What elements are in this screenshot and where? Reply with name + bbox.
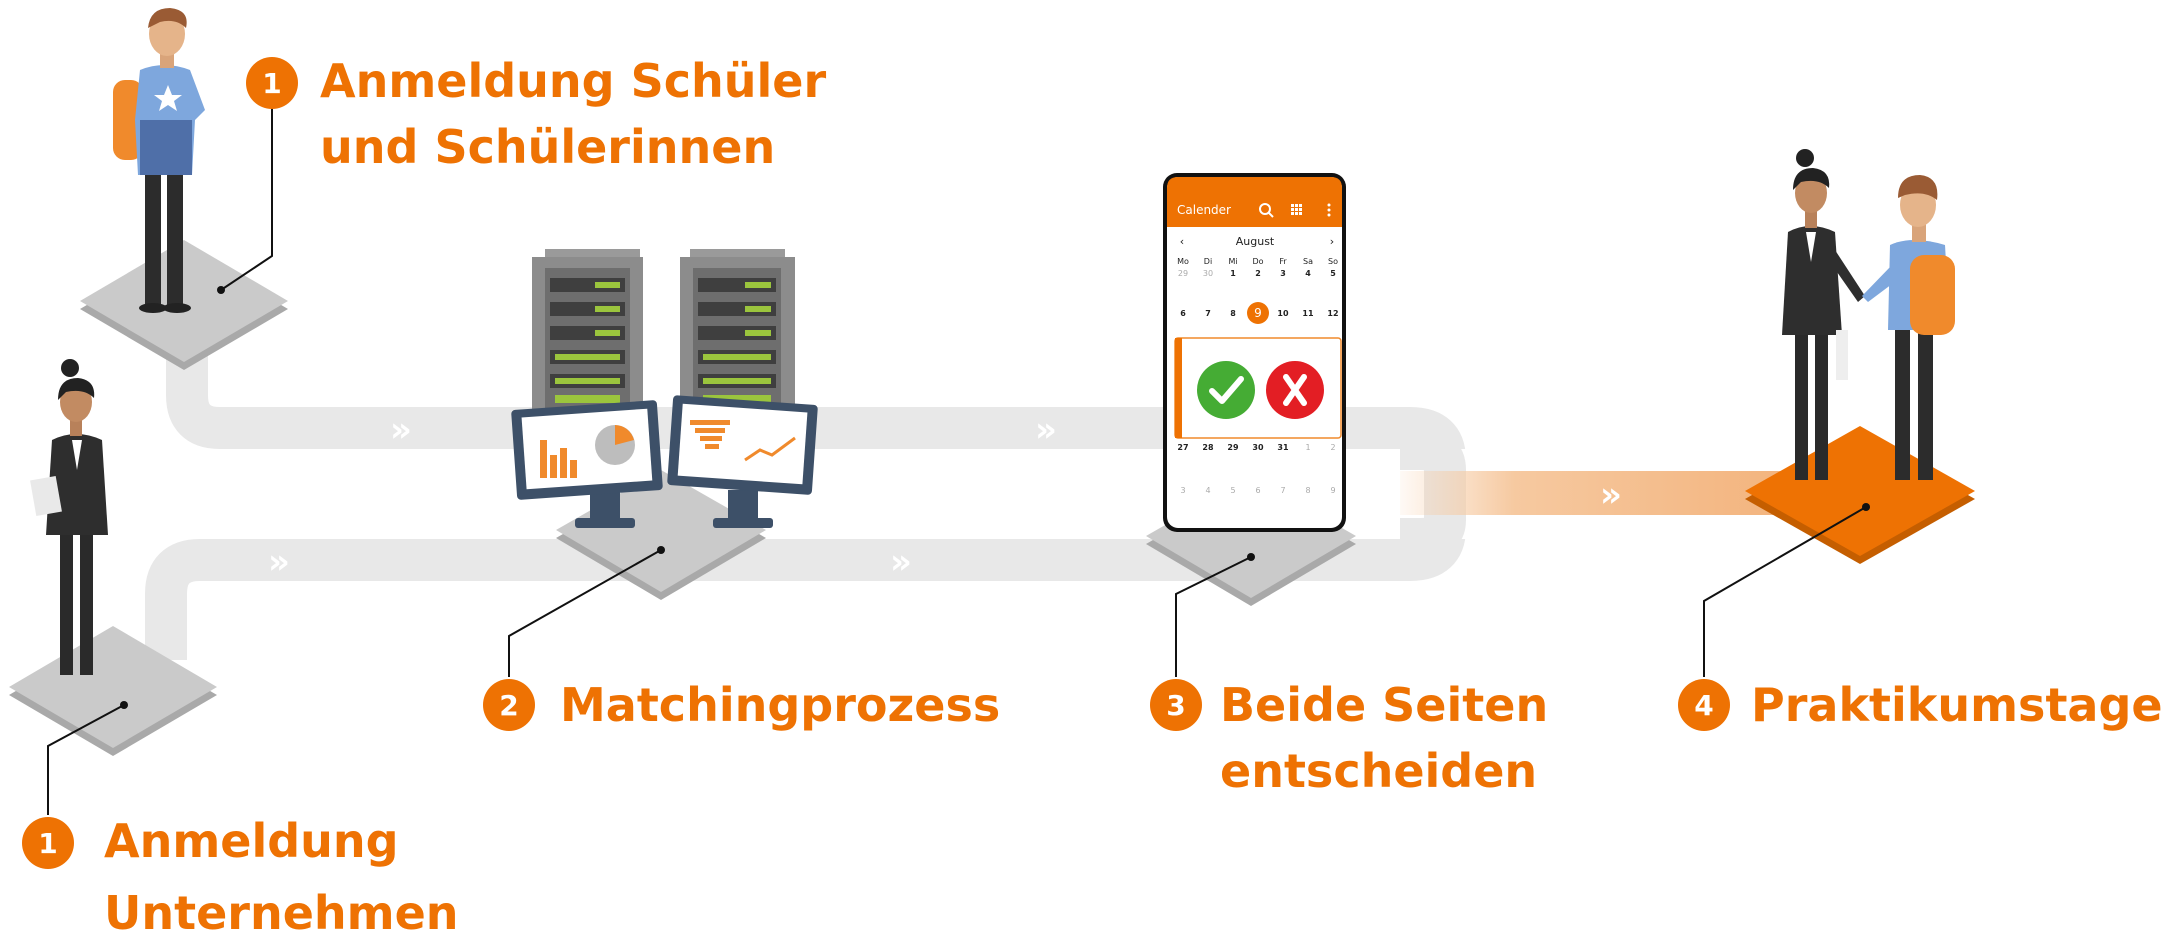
calendar-day[interactable]: 8 — [1305, 486, 1310, 495]
step-title: Matchingprozess — [560, 678, 1000, 732]
calendar-row: 6 7 8 9 10 11 12 — [1180, 306, 1338, 320]
calendar-day[interactable]: 31 — [1277, 443, 1289, 452]
platform-student — [80, 240, 288, 370]
weekday-label: Sa — [1303, 257, 1313, 266]
calendar-row: 3 4 5 6 7 8 9 — [1180, 486, 1335, 495]
calendar-day[interactable]: 2 — [1330, 443, 1335, 452]
server-racks — [511, 249, 818, 528]
monitor-left — [511, 400, 663, 528]
weekday-header: Mo Di Mi Do Fr Sa So — [1177, 257, 1338, 266]
decision-card — [1174, 337, 1342, 439]
accept-button[interactable] — [1197, 361, 1255, 419]
step-3-label: 3 Beide Seiten entscheiden — [1150, 678, 1548, 798]
step-badge — [1678, 679, 1730, 731]
calendar-day[interactable]: 27 — [1177, 443, 1188, 452]
selected-day-marker[interactable] — [1247, 302, 1269, 324]
prev-month-button[interactable]: ‹ — [1180, 235, 1184, 248]
weekday-label: Mi — [1228, 257, 1237, 266]
step-number: 2 — [499, 689, 518, 722]
flow-arrow: » — [390, 410, 412, 450]
calendar-day[interactable]: 5 — [1230, 486, 1235, 495]
calendar-day[interactable]: 1 — [1230, 269, 1236, 278]
decline-button[interactable] — [1266, 361, 1324, 419]
calendar-row: 29 30 1 2 3 4 5 — [1178, 269, 1336, 278]
step-4-label: 4 Praktikumstage — [1678, 678, 2163, 732]
step-badge — [22, 817, 74, 869]
flow-lanes: » » » » » — [145, 300, 1860, 660]
calendar-day[interactable]: 28 — [1202, 443, 1214, 452]
leader-lines — [47, 108, 1867, 815]
step-badge — [246, 57, 298, 109]
weekday-label: Fr — [1279, 257, 1287, 266]
step-title: Unternehmen — [104, 886, 459, 940]
step-2-label: 2 Matchingprozess — [483, 678, 1000, 732]
weekday-label: Mo — [1177, 257, 1189, 266]
platform-final — [1745, 426, 1975, 564]
grid-icon[interactable] — [1291, 204, 1302, 215]
calendar-day[interactable]: 30 — [1203, 269, 1213, 278]
calendar-day[interactable]: 5 — [1330, 269, 1336, 278]
step-title: Anmeldung Schüler — [320, 54, 826, 108]
flow-arrow: » — [890, 542, 912, 582]
weekday-label: Do — [1252, 257, 1263, 266]
calendar-day[interactable]: 6 — [1255, 486, 1260, 495]
weekday-label: So — [1328, 257, 1338, 266]
search-icon[interactable] — [1259, 203, 1274, 218]
step-1-student-label: 1 Anmeldung Schüler und Schülerinnen — [246, 54, 826, 174]
server-rack-right — [680, 249, 795, 428]
calendar-day[interactable]: 12 — [1327, 309, 1338, 318]
calendar-day[interactable]: 1 — [1305, 443, 1310, 452]
calendar-day[interactable]: 30 — [1252, 443, 1264, 452]
handshake-figures — [1782, 149, 1955, 480]
calendar-row: 27 28 29 30 31 1 2 — [1177, 443, 1335, 452]
step-badge — [483, 679, 535, 731]
flow-arrow: » — [1600, 475, 1622, 515]
calendar-day[interactable]: 10 — [1277, 309, 1289, 318]
step-number: 1 — [38, 827, 57, 860]
weekday-label: Di — [1204, 257, 1212, 266]
calendar-day[interactable]: 9 — [1330, 486, 1335, 495]
step-number: 4 — [1694, 689, 1713, 722]
step-title: Praktikumstage — [1751, 678, 2163, 732]
calendar-day[interactable]: 3 — [1280, 269, 1286, 278]
calendar-day[interactable]: 11 — [1302, 309, 1314, 318]
step-title: und Schülerinnen — [320, 120, 775, 174]
calendar-day[interactable]: 7 — [1280, 486, 1285, 495]
calendar-day[interactable]: 7 — [1205, 309, 1211, 318]
calendar-day[interactable]: 2 — [1255, 269, 1261, 278]
calendar-day[interactable]: 29 — [1227, 443, 1239, 452]
step-number: 1 — [262, 67, 281, 100]
step-title: Beide Seiten — [1220, 678, 1548, 732]
flow-arrow: » — [1035, 410, 1057, 450]
month-title: August — [1236, 235, 1275, 248]
step-title: Anmeldung — [104, 814, 399, 868]
calendar-day[interactable]: 6 — [1180, 309, 1186, 318]
calendar-day[interactable]: 4 — [1305, 269, 1311, 278]
calendar-day[interactable]: 8 — [1230, 309, 1236, 318]
step-badge — [1150, 679, 1202, 731]
monitor-right — [667, 395, 818, 528]
step-title: entscheiden — [1220, 744, 1537, 798]
calendar-day[interactable]: 4 — [1205, 486, 1210, 495]
flow-arrow: » — [268, 542, 290, 582]
calendar-day[interactable]: 29 — [1178, 269, 1188, 278]
x-icon — [1283, 374, 1307, 406]
company-figure — [30, 359, 108, 675]
next-month-button[interactable]: › — [1330, 235, 1334, 248]
check-icon — [1209, 376, 1244, 404]
calendar-day[interactable]: 3 — [1180, 486, 1185, 495]
step-1-company-label: 1 Anmeldung Unternehmen — [22, 814, 459, 940]
calendar-app-title: Calender — [1177, 203, 1231, 217]
step-number: 3 — [1166, 689, 1185, 722]
more-vertical-icon[interactable] — [1327, 203, 1331, 217]
student-figure — [113, 8, 205, 313]
calendar-day[interactable]: 9 — [1254, 306, 1262, 320]
